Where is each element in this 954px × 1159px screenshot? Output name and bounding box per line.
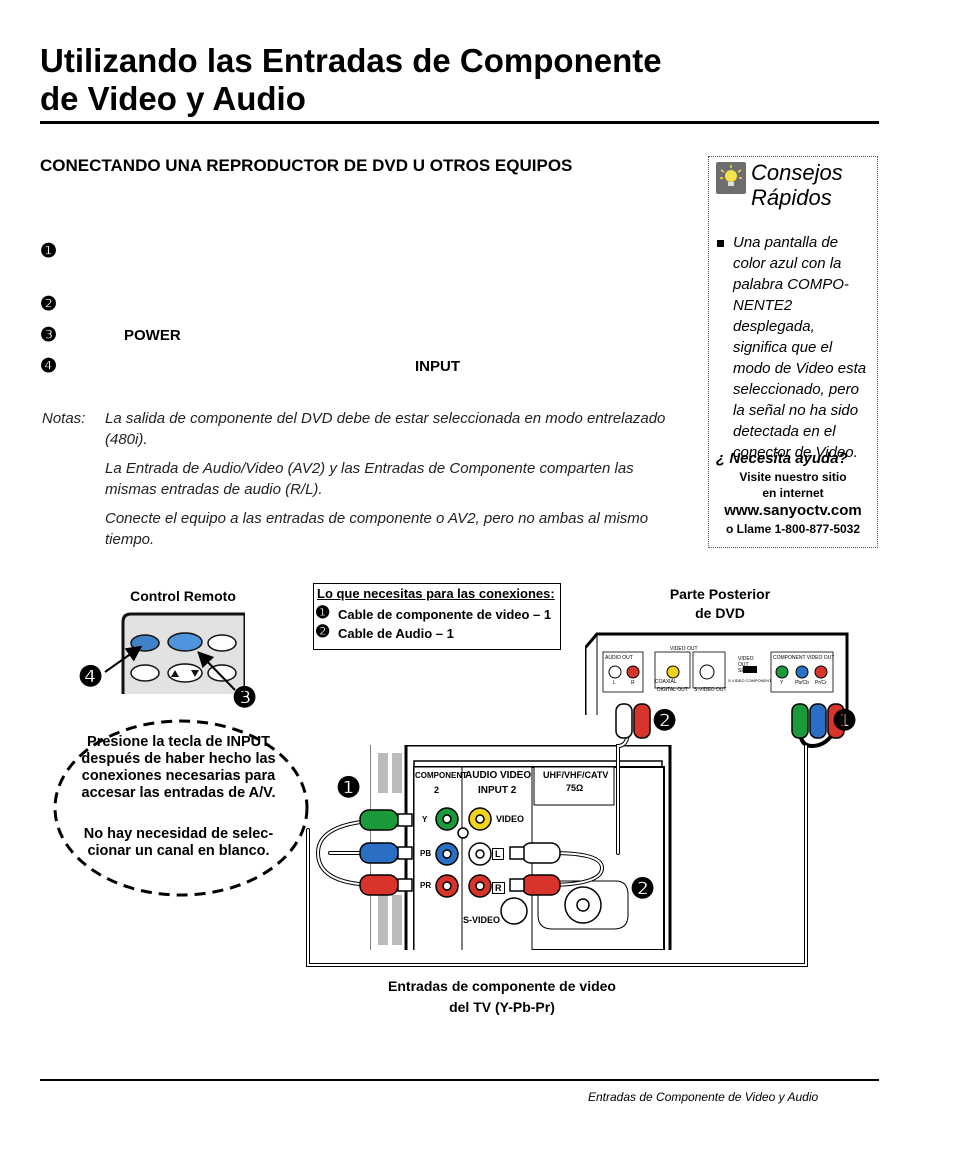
diagram-caption: Entradas de componente de video del TV (…	[388, 978, 616, 1015]
dvd-r-label: R	[631, 680, 635, 686]
requirements-box	[313, 583, 561, 650]
tv-ohm-label: 75Ω	[566, 783, 584, 793]
page-title: Utilizando las Entradas de Componente de…	[40, 42, 662, 117]
footer-rule	[40, 1079, 879, 1081]
tips-title: Consejos Rápidos	[751, 160, 843, 210]
dvd-y-label: Y	[780, 680, 784, 686]
step-3-keyword: POWER	[124, 327, 181, 344]
quick-tips-box	[708, 156, 878, 548]
step-3-number: ❸	[40, 325, 58, 346]
dvd-svideo-component-label: S-VIDEO COMPONENT	[728, 678, 772, 683]
tv-y-label: Y	[422, 815, 428, 824]
remote-label: Control Remoto	[130, 588, 236, 604]
connection-cables	[306, 703, 845, 967]
step-2-number: ❷	[40, 294, 58, 315]
dvd-component-out-label: COMPONENT VIDEO OUT	[773, 655, 835, 661]
callout-1-tv: ❶	[336, 772, 362, 803]
callout-4: ❹	[78, 661, 104, 692]
dvd-pbcb-label: Pb/Cb	[795, 680, 809, 686]
callout-3: ❸	[232, 682, 258, 713]
dvd-label: Parte Posterior de DVD	[669, 586, 771, 621]
step-4-number: ❹	[40, 356, 58, 377]
instruction-bubble	[53, 719, 309, 897]
step-4-keyword: INPUT	[415, 358, 460, 375]
dvd-prcr-label: Pr/Cr	[815, 680, 827, 686]
note-2: La Entrada de Audio/Video (AV2) y las En…	[105, 460, 634, 498]
remote-arrows	[104, 645, 236, 691]
requirements-title: Lo que necesitas para las conexiones:	[317, 586, 555, 601]
tv-component-label: COMPONENT	[415, 771, 467, 780]
note-3: Conecte el equipo a las entradas de comp…	[105, 510, 649, 548]
callout-2-dvd: ❷	[652, 705, 678, 736]
dvd-coaxial-label: COAXIAL	[655, 679, 677, 685]
step-1-number: ❶	[40, 241, 58, 262]
remote-control-illustration	[115, 612, 247, 699]
note-1: La salida de componente del DVD debe de …	[105, 410, 666, 448]
requirement-1-text: Cable de componente de video – 1	[338, 607, 552, 622]
bubble-text-2: No hay necesidad de selec-cionar un cana…	[83, 826, 274, 859]
callout-1-dvd: ❶	[832, 705, 858, 736]
tv-input2-label: INPUT 2	[478, 785, 517, 796]
tv-pr-label: PR	[420, 881, 432, 890]
help-label: ¿ Necesita ayuda?	[716, 450, 848, 467]
tips-body: Una pantalla de color azul con la palabr…	[733, 234, 867, 461]
lightbulb-icon	[716, 162, 746, 199]
notes-label: Notas:	[42, 410, 86, 427]
title-rule	[40, 121, 879, 124]
dvd-l-label: L	[613, 680, 616, 686]
tv-svideo-label: S-VIDEO	[463, 915, 501, 925]
footer-text: Entradas de Componente de Video y Audio	[588, 1090, 819, 1104]
dvd-video-out-label: VIDEO OUT	[670, 646, 698, 652]
requirement-2-text: Cable de Audio – 1	[338, 626, 454, 641]
bubble-text-1: Presione la tecla de INPUT después de ha…	[81, 734, 276, 801]
tv-r-label: R	[492, 882, 505, 894]
dvd-svideo-out-label: S-VIDEO OUT	[694, 687, 727, 693]
tv-component-num: 2	[434, 785, 440, 795]
requirement-1-number: ❶	[315, 603, 331, 622]
tv-pb-label: PB	[420, 849, 432, 858]
tv-audio-video-label: AUDIO VIDEO	[465, 770, 532, 781]
bullet-icon	[717, 240, 724, 247]
tv-l-label: L	[492, 848, 504, 860]
dvd-digital-out-label: DIGITAL OUT	[657, 687, 688, 693]
tv-uhf-label: UHF/VHF/CATV	[543, 770, 609, 780]
requirement-2-number: ❷	[315, 622, 331, 641]
section-heading: CONECTANDO UNA REPRODUCTOR DE DVD U OTRO…	[40, 156, 573, 175]
callout-2-tv: ❷	[630, 873, 656, 904]
dvd-select-label: VIDEO OUT SELECT	[738, 656, 758, 674]
dvd-audio-out-label: AUDIO OUT	[605, 655, 633, 661]
visit-line-1: Visite nuestro sitio	[739, 470, 847, 484]
tv-video-label: VIDEO	[496, 814, 525, 824]
visit-line-2: en internet	[762, 486, 824, 500]
dvd-back-panel	[585, 632, 849, 715]
phone-number: o Llame 1-800-877-5032	[725, 522, 861, 536]
website-link[interactable]: www.sanyoctv.com	[724, 502, 862, 519]
